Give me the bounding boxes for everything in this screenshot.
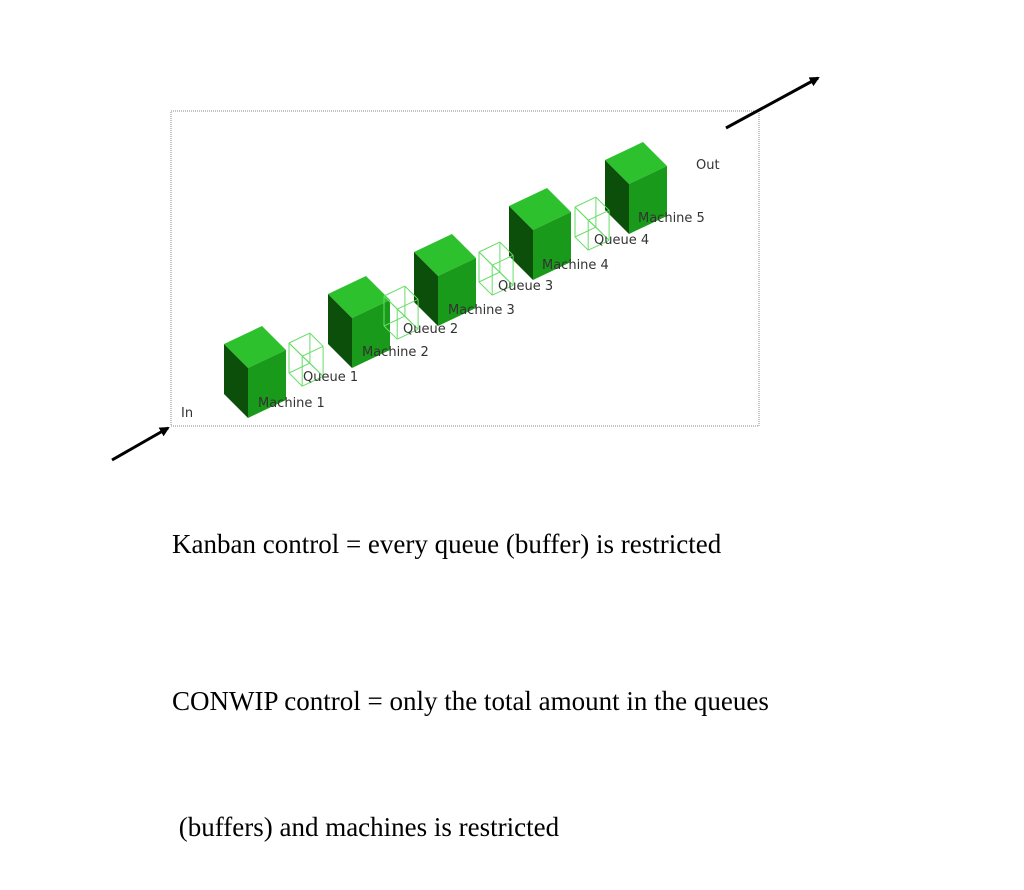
queue-edge (595, 196, 610, 211)
machine-2-cube (328, 276, 390, 368)
queue-edge (491, 284, 514, 296)
queue-3-label: Queue 3 (498, 279, 553, 294)
queue-edge (309, 332, 324, 347)
conwip-caption-line-2: (buffers) and machines is restricted (172, 812, 560, 842)
machine-front-face (352, 300, 390, 368)
queue-edge (288, 332, 311, 344)
queue-4-wireframe (574, 196, 610, 251)
queue-edge (383, 315, 406, 327)
queue-edge (478, 271, 501, 283)
queue-edge (587, 209, 610, 221)
machine-top-face (605, 142, 667, 184)
machine-side-face (414, 252, 438, 326)
machine-front-face (629, 166, 667, 234)
machine-side-face (509, 206, 533, 280)
queue-edge (288, 362, 311, 374)
queue-edge (404, 285, 419, 300)
machine-1-cube (224, 326, 286, 418)
queue-edge (301, 375, 324, 387)
machine-front-face (438, 258, 476, 326)
machine-top-face (414, 234, 476, 276)
machine-side-face (224, 344, 248, 418)
queue-edge (491, 264, 501, 273)
queue-edge (574, 236, 589, 251)
machine-4-label: Machine 4 (542, 258, 609, 273)
queue-3-wireframe (478, 241, 514, 296)
machine-2-label: Machine 2 (362, 345, 429, 360)
queue-2-wireframe (383, 285, 419, 340)
flow-line-diagram: In Out Machine 1 Machine 2 Machine 3 Mac… (111, 76, 820, 462)
queue-edge (383, 325, 398, 340)
queue-edge (574, 226, 597, 238)
in-label: In (181, 406, 193, 421)
simulation-frame (170, 110, 760, 427)
queue-edge (587, 219, 597, 228)
queue-edge (587, 239, 610, 251)
queue-edge (301, 345, 324, 357)
queue-edge (499, 241, 514, 256)
queue-1-wireframe (288, 332, 324, 387)
queue-edge (288, 372, 303, 387)
machine-5-label: Machine 5 (638, 211, 705, 226)
queue-edge (491, 254, 514, 266)
queue-edge (301, 355, 311, 364)
queue-edge (478, 241, 501, 253)
machine-side-face (605, 160, 629, 234)
queue-4-label: Queue 4 (594, 233, 649, 248)
input-arrow (111, 426, 170, 462)
conwip-caption: CONWIP control = only the total amount i… (172, 596, 769, 890)
machine-1-label: Machine 1 (258, 396, 325, 411)
conwip-caption-line-1: CONWIP control = only the total amount i… (172, 686, 769, 716)
machine-top-face (328, 276, 390, 318)
queue-edge (574, 196, 597, 208)
stations-group (224, 142, 667, 418)
queue-1-label: Queue 1 (303, 370, 358, 385)
machine-top-face (224, 326, 286, 368)
machine-4-cube (509, 188, 571, 280)
queue-edge (396, 308, 406, 317)
machine-front-face (533, 212, 571, 280)
machine-3-cube (414, 234, 476, 326)
queue-edge (396, 328, 419, 340)
queue-2-label: Queue 2 (403, 322, 458, 337)
machine-top-face (509, 188, 571, 230)
queue-edge (383, 285, 406, 297)
machine-5-cube (605, 142, 667, 234)
machine-front-face (248, 350, 286, 418)
machine-side-face (328, 294, 352, 368)
machine-3-label: Machine 3 (448, 303, 515, 318)
queue-edge (478, 281, 493, 296)
kanban-caption: Kanban control = every queue (buffer) is… (172, 529, 722, 559)
output-arrow (725, 76, 820, 130)
out-label: Out (696, 158, 720, 173)
queue-edge (396, 298, 419, 310)
